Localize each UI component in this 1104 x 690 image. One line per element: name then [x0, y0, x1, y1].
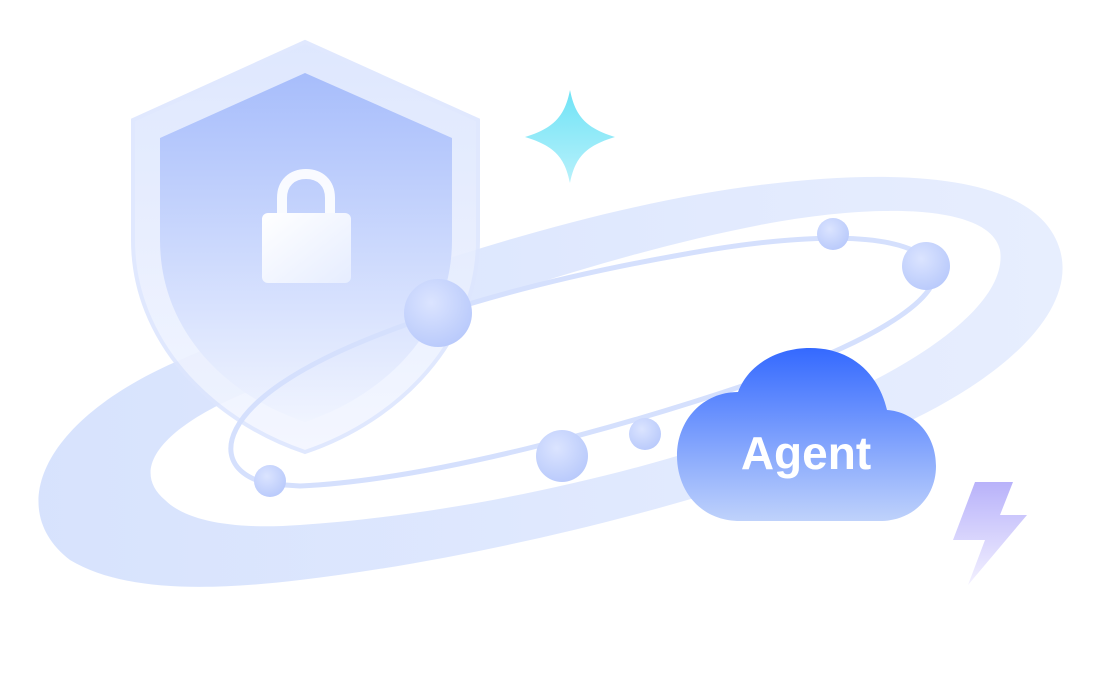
- cloud-label: Agent: [741, 427, 871, 479]
- lock-icon: [262, 168, 351, 283]
- orbit-node: [404, 279, 472, 347]
- lightning-bolt-icon: [953, 482, 1027, 585]
- orbit-node: [629, 418, 661, 450]
- orbit-node: [254, 465, 286, 497]
- sparkle-icon: [525, 90, 615, 183]
- inner-orbit: [228, 235, 938, 489]
- orbit-node: [817, 218, 849, 250]
- orbit-nodes: [254, 218, 950, 497]
- cloud-icon: Agent: [677, 348, 936, 521]
- orbit-node: [536, 430, 588, 482]
- orbit-node: [902, 242, 950, 290]
